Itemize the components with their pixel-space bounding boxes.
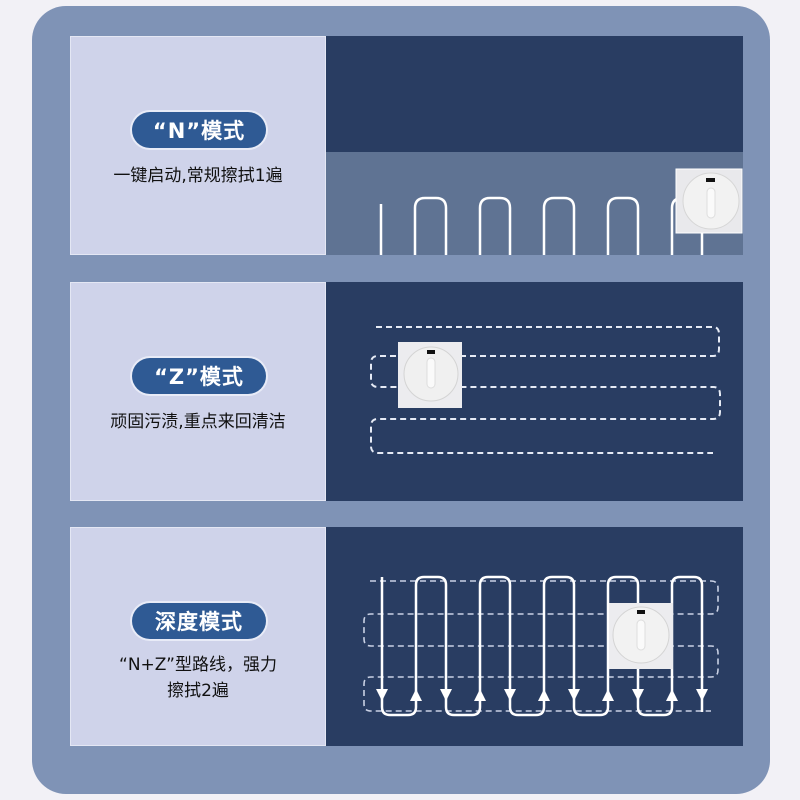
mode-title-pill: 深度模式 xyxy=(132,603,266,639)
robot-window-cleaner-icon xyxy=(398,342,462,408)
n-path-diagram xyxy=(326,36,743,255)
z-path-dashed-icon xyxy=(370,326,721,454)
n-z-path-diagram xyxy=(326,527,743,746)
mode-description: 一键启动,常规擦拭1遍 xyxy=(113,166,283,186)
mode-card-deep: 深度模式 “N+Z”型路线，强力 擦拭2遍 xyxy=(70,527,326,746)
z-path-diagram xyxy=(326,282,743,501)
mode-title-pill: “Z”模式 xyxy=(132,358,266,394)
mode-card-n: “N”模式 一键启动,常规擦拭1遍 xyxy=(70,36,326,255)
robot-window-cleaner-icon xyxy=(609,603,673,669)
mode-description-line-1: “N+Z”型路线，强力 xyxy=(119,655,277,675)
robot-window-cleaner-icon xyxy=(675,168,743,234)
mode-title-pill: “N”模式 xyxy=(132,112,266,148)
mode-card-z: “Z”模式 顽固污渍,重点来回清洁 xyxy=(70,282,326,501)
n-path-arrows-icon xyxy=(379,168,743,255)
n-z-path-icon xyxy=(363,575,719,717)
mode-description: 顽固污渍,重点来回清洁 xyxy=(110,412,286,432)
mode-description-line-2: 擦拭2遍 xyxy=(167,681,229,701)
